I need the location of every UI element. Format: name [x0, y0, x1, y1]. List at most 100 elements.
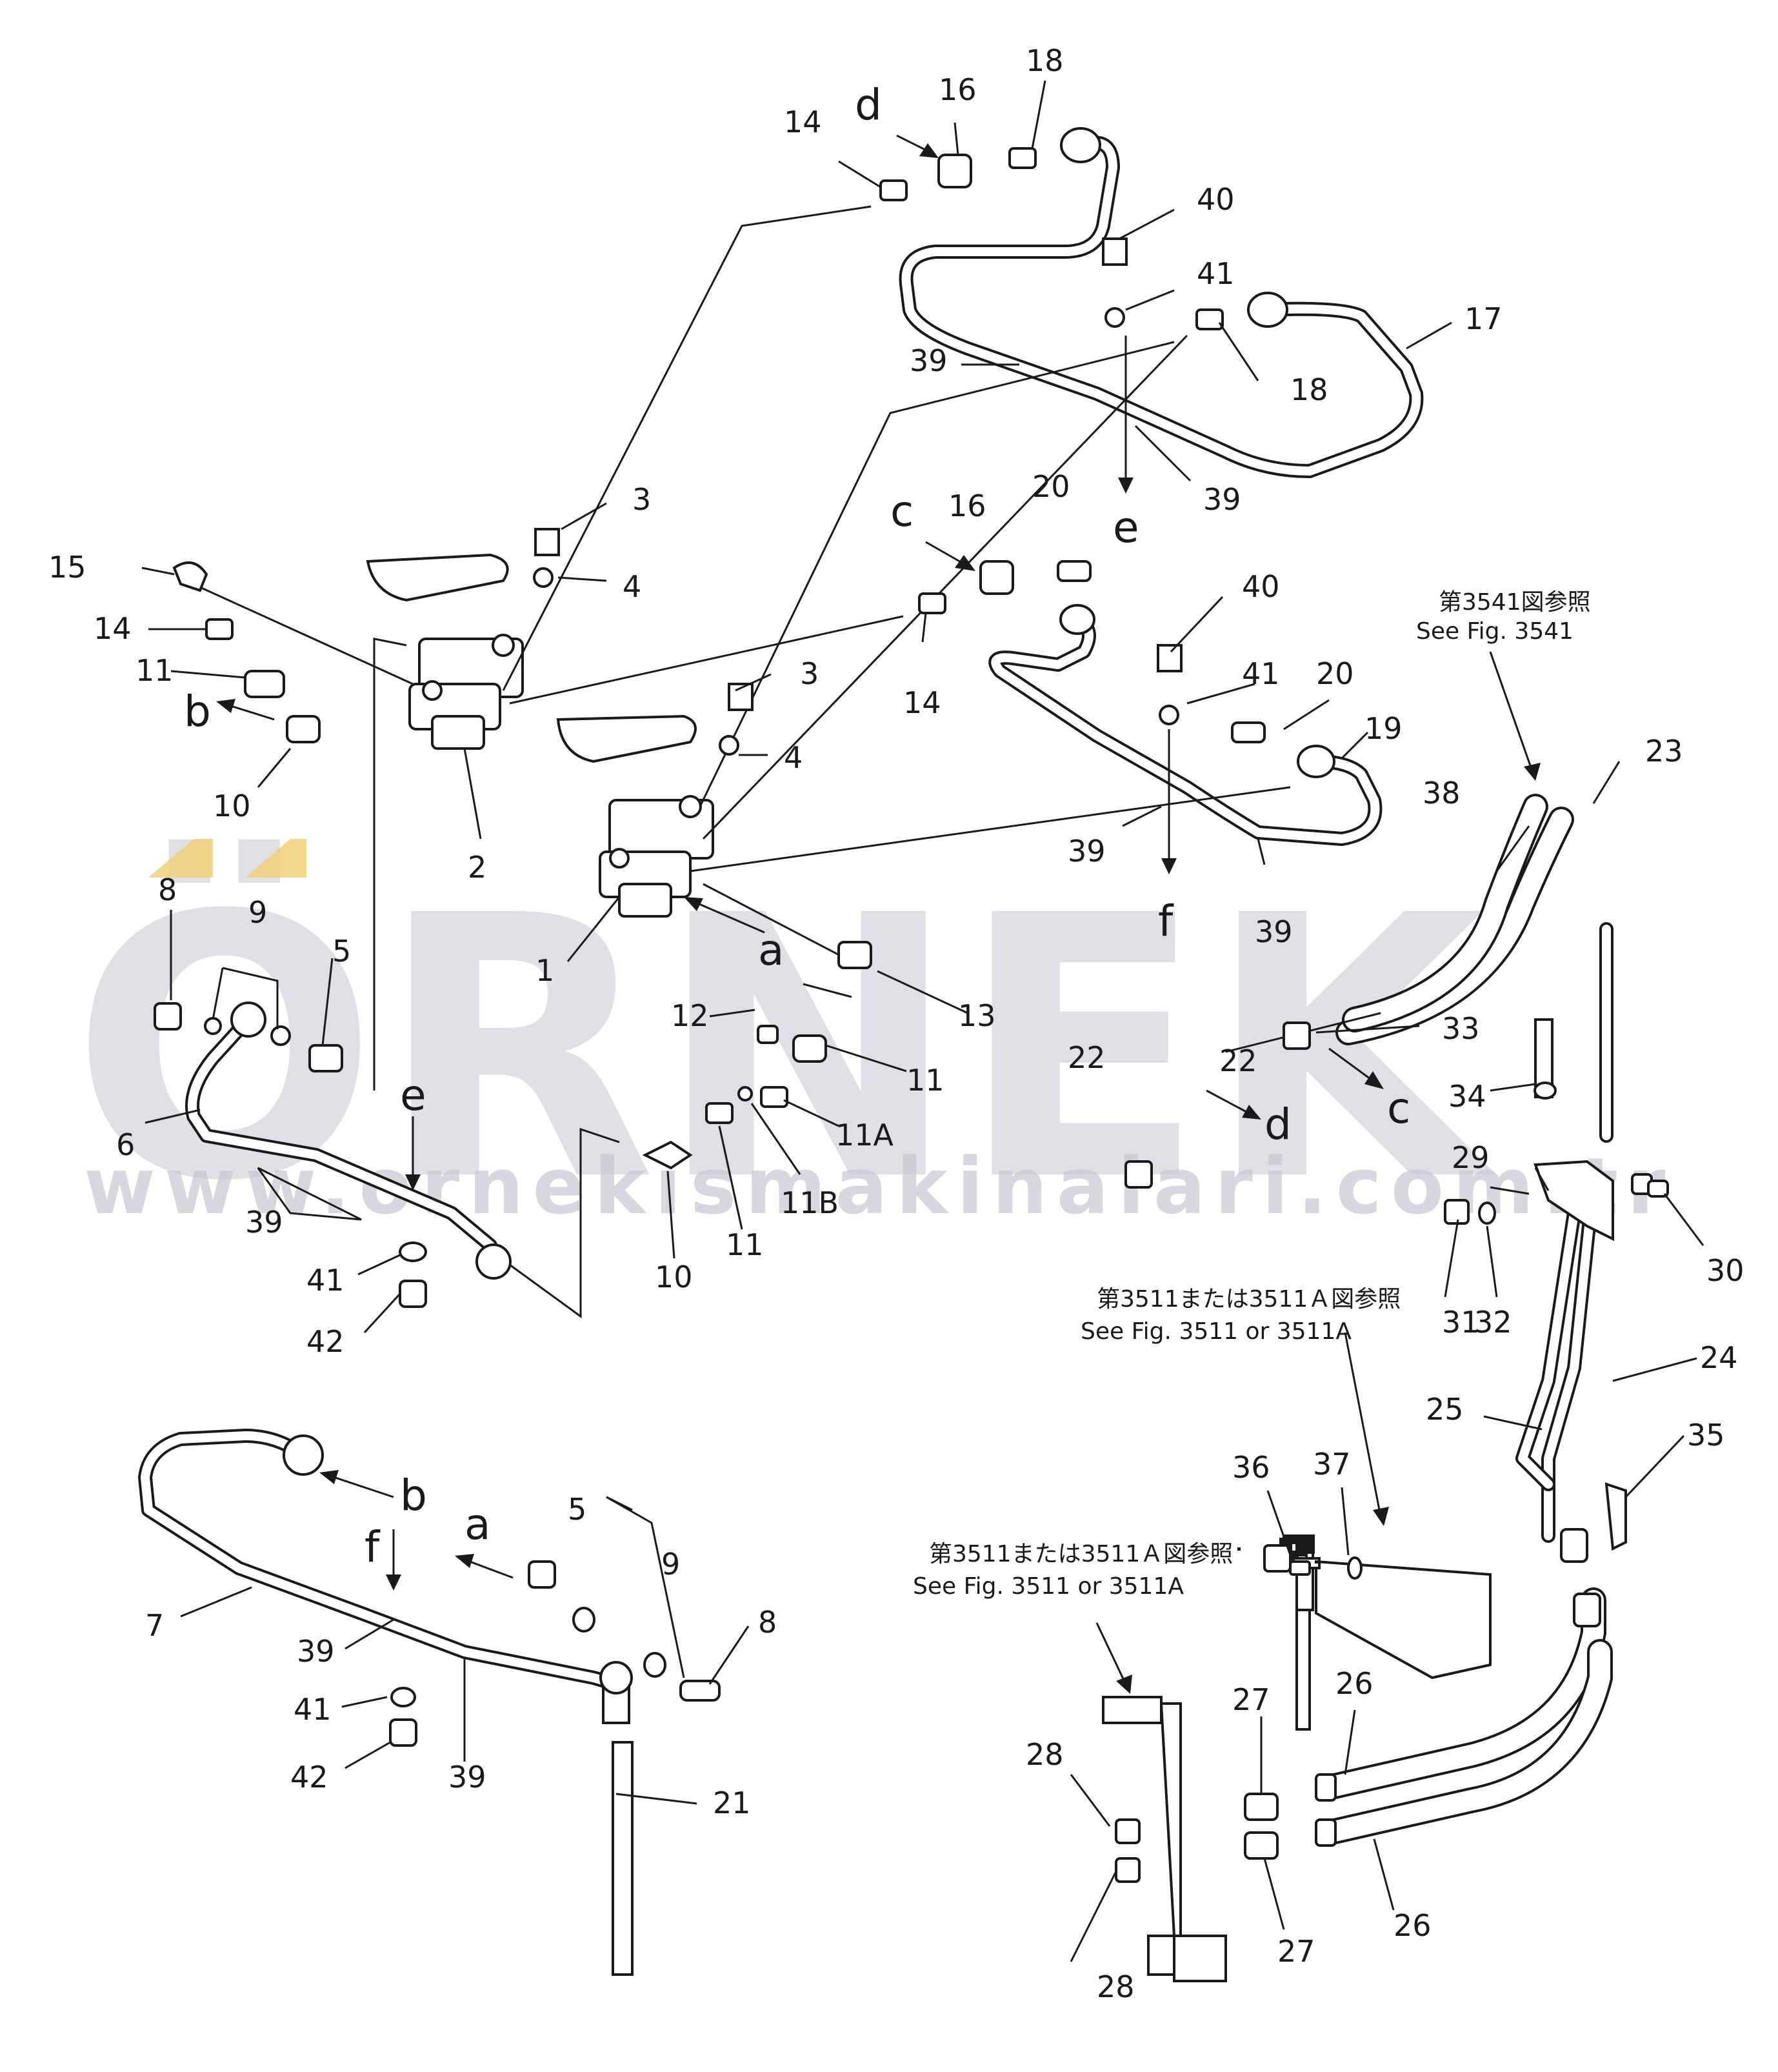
label-13: 13 — [958, 998, 996, 1033]
label-12: 12 — [671, 998, 709, 1033]
label-39-bottom-right: 39 — [448, 1760, 486, 1795]
label-39-left: 39 — [245, 1205, 283, 1240]
label-29: 29 — [1452, 1140, 1490, 1175]
label-1: 1 — [535, 953, 554, 988]
label-20-top: 20 — [1032, 469, 1070, 504]
connector-e-top: e — [1113, 503, 1139, 552]
label-33: 33 — [1442, 1011, 1480, 1046]
label-27-bottom: 27 — [1277, 1934, 1315, 1969]
pipe-7 — [138, 1429, 633, 1724]
connector-a-mid: a — [758, 925, 784, 975]
label-4-left: 4 — [623, 569, 641, 604]
ref-3511-en-upper: See Fig. 3511 or 3511A — [1081, 1318, 1352, 1345]
label-39-mid-left: 39 — [1068, 834, 1106, 869]
watermark-accent-left — [148, 839, 213, 878]
label-3-mid: 3 — [800, 656, 819, 691]
label-16-top: 16 — [939, 72, 977, 107]
leader-lines — [199, 205, 1420, 1318]
label-20-mid: 20 — [1316, 656, 1354, 691]
label-25: 25 — [1426, 1392, 1464, 1427]
label-10-left: 10 — [213, 789, 251, 823]
watermark-accent-right — [245, 839, 306, 878]
label-32: 32 — [1474, 1305, 1512, 1340]
label-9-bottom: 9 — [661, 1547, 680, 1582]
label-19: 19 — [1364, 711, 1403, 746]
connector-b-left: b — [184, 687, 211, 736]
label-23: 23 — [1645, 734, 1683, 769]
label-4-mid: 4 — [784, 740, 803, 775]
label-11-left: 11 — [135, 653, 174, 688]
label-18-mid: 18 — [1290, 372, 1328, 407]
brake-valve-1 — [556, 714, 714, 918]
ref-3541-en: See Fig. 3541 — [1416, 618, 1573, 645]
label-30: 30 — [1706, 1253, 1744, 1288]
label-8-left: 8 — [158, 872, 177, 907]
connector-c-top: c — [890, 487, 914, 536]
label-41-left: 41 — [306, 1263, 345, 1298]
connector-d-mid: d — [1264, 1100, 1292, 1149]
connector-b-bottom: b — [400, 1471, 427, 1520]
connector-a-bottom: a — [464, 1500, 490, 1549]
label-22-right: 22 — [1219, 1043, 1257, 1078]
label-40-mid: 40 — [1242, 569, 1280, 604]
label-39-bottom-left: 39 — [297, 1634, 335, 1669]
ref-3511-jp-upper: 第3511または3511Ａ図参照 — [1097, 1286, 1401, 1313]
label-39-mid-right: 39 — [1255, 914, 1293, 949]
label-34: 34 — [1448, 1079, 1486, 1114]
label-28-top: 28 — [1026, 1737, 1064, 1772]
label-11B: 11B — [781, 1185, 839, 1220]
label-38: 38 — [1423, 776, 1461, 810]
label-14-left: 14 — [94, 611, 132, 646]
ref-3511-jp-lower: 第3511または3511Ａ図参照 — [929, 1541, 1233, 1567]
connector-labels: d c e b a f e d c b f a — [184, 80, 1410, 1572]
label-8-bottom: 8 — [758, 1605, 777, 1640]
watermark-url: www.ornekismakinalari.com.tr — [84, 1142, 1674, 1232]
label-41-top: 41 — [1197, 256, 1235, 291]
label-leaders — [141, 80, 1704, 1962]
label-5-bottom: 5 — [568, 1492, 586, 1527]
hoses — [1316, 794, 1613, 1846]
label-41-bottom: 41 — [294, 1692, 332, 1727]
label-11-bottom: 11 — [726, 1227, 764, 1262]
label-2: 2 — [468, 850, 486, 885]
label-10-bottom: 10 — [655, 1260, 693, 1294]
label-39-top: 39 — [910, 343, 948, 378]
label-42-left: 42 — [306, 1324, 345, 1359]
ref-3541-jp: 第3541図参照 — [1439, 589, 1591, 616]
label-5-left: 5 — [332, 934, 351, 969]
label-41-mid: 41 — [1242, 656, 1280, 691]
label-35: 35 — [1687, 1418, 1725, 1453]
label-40-top: 40 — [1197, 182, 1235, 217]
label-31: 31 — [1442, 1305, 1480, 1340]
pipe-19 — [988, 604, 1383, 846]
label-22-left: 22 — [1068, 1040, 1106, 1075]
label-28-bottom: 28 — [1097, 1969, 1135, 2004]
part-labels: 14 16 18 40 41 17 39 18 39 3 4 16 20 40 … — [48, 43, 1744, 2004]
label-9-left: 9 — [248, 895, 267, 930]
ref-3511-en-lower: See Fig. 3511 or 3511A — [913, 1573, 1184, 1600]
label-6: 6 — [116, 1127, 135, 1162]
label-16-mid: 16 — [948, 488, 986, 523]
reference-pointers — [1095, 651, 1541, 1694]
label-3-left: 3 — [632, 482, 651, 517]
label-11-mid: 11 — [906, 1063, 944, 1098]
connector-c-mid: c — [1387, 1083, 1410, 1133]
label-26-top: 26 — [1335, 1666, 1373, 1701]
connector-f-mid: f — [1158, 896, 1174, 946]
connector-f-bottom: f — [365, 1522, 381, 1572]
pipe-6 — [185, 1001, 512, 1280]
label-17: 17 — [1464, 301, 1503, 336]
label-14-mid: 14 — [903, 685, 941, 720]
reference-notes: 第3541図参照 See Fig. 3541 第3511または3511Ａ図参照 … — [913, 589, 1591, 1600]
label-7: 7 — [145, 1608, 164, 1643]
connector-arrows — [216, 134, 1384, 1591]
brake-valve-2 — [366, 553, 524, 750]
label-39-mid: 39 — [1203, 482, 1241, 517]
label-42-bottom: 42 — [290, 1760, 328, 1795]
label-15: 15 — [48, 550, 86, 585]
pipe-17 — [899, 127, 1424, 478]
connector-d-top: d — [855, 80, 882, 130]
label-21: 21 — [713, 1785, 751, 1820]
label-26-bottom: 26 — [1393, 1908, 1432, 1943]
label-14-top: 14 — [784, 105, 822, 139]
